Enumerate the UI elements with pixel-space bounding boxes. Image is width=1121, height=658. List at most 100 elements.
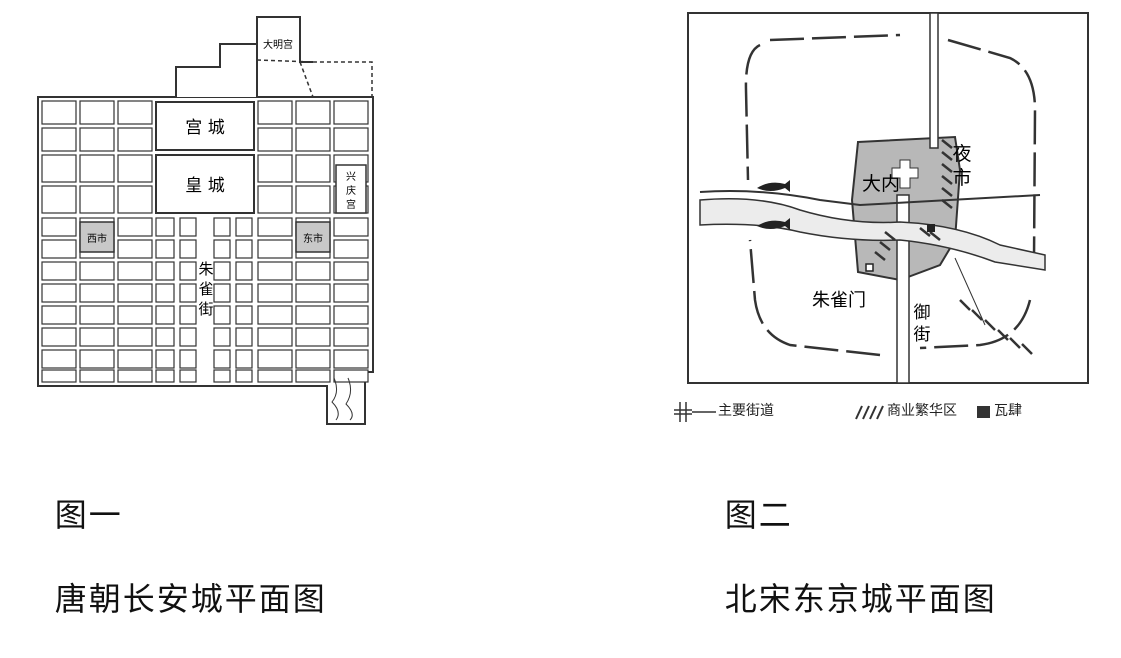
ward-block (257, 217, 293, 237)
ward-block (79, 261, 115, 281)
outer-city-wall (744, 33, 1037, 357)
ward-block (41, 239, 77, 259)
ward-block (235, 327, 253, 347)
east-west-road (699, 190, 1041, 207)
label-zhuque-gate: 朱雀门 (812, 290, 866, 311)
ward-block (79, 100, 115, 125)
ward-block (41, 283, 77, 303)
figure1-caption-label: 图一 (54, 496, 123, 534)
ward-block (179, 305, 197, 325)
ward-block (295, 349, 331, 369)
west-market-block (79, 221, 115, 253)
ward-block (117, 185, 153, 214)
ward-block (257, 349, 293, 369)
ward-block (41, 127, 77, 152)
ward-block (79, 369, 115, 383)
nightmarket-vertical-char: 市 (952, 167, 971, 189)
ward-block (213, 305, 231, 325)
ward-block (257, 127, 293, 152)
figure2-caption-title: 北宋东京城平面图 (724, 580, 997, 618)
ward-block (333, 283, 369, 303)
figure1-caption: 图一 唐朝长安城平面图 (6, 452, 327, 658)
ward-block (213, 283, 231, 303)
yujie-vertical-char: 御 (914, 303, 931, 323)
label-danei: 大内 (862, 173, 900, 195)
ward-block (333, 305, 369, 325)
label-xingqing-palace: 兴庆宫 (346, 171, 356, 211)
xingqing-palace-block (335, 164, 367, 214)
ward-block (333, 127, 369, 152)
ward-block (213, 349, 231, 369)
zhuque-vertical-char: 雀 (198, 280, 213, 298)
ward-block (117, 283, 153, 303)
figure2-caption-label: 图二 (724, 496, 793, 534)
figure1-caption-title: 唐朝长安城平面图 (54, 580, 327, 618)
label-imperial-street: 御街 (914, 303, 931, 345)
label-zhuque-street: 朱雀街 (198, 260, 213, 318)
ward-block (235, 217, 253, 237)
ward-block (179, 369, 197, 383)
ward-block (213, 369, 231, 383)
ward-block (41, 349, 77, 369)
ward-block (333, 239, 369, 259)
ward-block (41, 185, 77, 214)
zhuque-vertical-char: 街 (198, 300, 213, 318)
legend-wasi-icon (977, 406, 990, 418)
ward-block (333, 261, 369, 281)
ward-block (235, 349, 253, 369)
palace-cross-icon (891, 159, 919, 189)
ward-block (117, 261, 153, 281)
ward-block (117, 305, 153, 325)
ward-block (257, 239, 293, 259)
ward-block (41, 154, 77, 183)
ward-block (295, 185, 331, 214)
ward-block (179, 283, 197, 303)
ward-block (117, 349, 153, 369)
ward-block (79, 305, 115, 325)
ward-block (117, 217, 153, 237)
diagonal-road (954, 257, 986, 326)
ward-grid (41, 100, 369, 383)
palace-city-block (155, 101, 255, 151)
ward-block (257, 283, 293, 303)
bian-river (699, 198, 1046, 271)
yujie-vertical-char: 街 (914, 325, 931, 345)
ward-block (213, 217, 231, 237)
ward-block (155, 261, 175, 281)
ward-block (295, 369, 331, 383)
ward-block (155, 283, 175, 303)
ward-block (117, 369, 153, 383)
wasi-marker-2 (865, 263, 874, 272)
label-imperial-city: 皇 城 (185, 176, 224, 196)
legend-road-icon (674, 402, 716, 422)
figures-svg: 大明宫 宫 城 皇 城 西市 东市 兴庆宫 朱雀街 (37, 12, 1089, 425)
xingqing-vertical-char: 兴 (346, 171, 356, 183)
kaifeng-city-plan: 大内 夜市 朱雀门 御街 (674, 12, 1089, 422)
zhuque-vertical-char: 朱 (198, 260, 213, 278)
ward-block (41, 217, 77, 237)
ward-block (155, 369, 175, 383)
xingqing-vertical-char: 宫 (346, 198, 356, 211)
ward-block (235, 305, 253, 325)
ward-block (79, 349, 115, 369)
ward-block (79, 127, 115, 152)
ward-block (257, 100, 293, 125)
ward-block (79, 154, 115, 183)
ward-block (333, 369, 369, 383)
changan-city-plan: 大明宫 宫 城 皇 城 西市 东市 兴庆宫 朱雀街 (37, 16, 374, 425)
ward-block (179, 261, 197, 281)
ward-block (295, 261, 331, 281)
ward-block (295, 154, 331, 183)
ward-block (79, 327, 115, 347)
ward-block (257, 154, 293, 183)
label-palace-city: 宫 城 (185, 118, 224, 138)
legend-commercial-area: 商业繁华区 (887, 403, 957, 419)
north-road (929, 12, 939, 149)
ward-block (179, 239, 197, 259)
ward-block (213, 327, 231, 347)
ward-block (179, 327, 197, 347)
xingqing-vertical-char: 庆 (346, 184, 356, 197)
label-daming-palace: 大明宫 (263, 38, 293, 51)
ward-block (235, 283, 253, 303)
daming-palace-dashed (256, 59, 373, 97)
